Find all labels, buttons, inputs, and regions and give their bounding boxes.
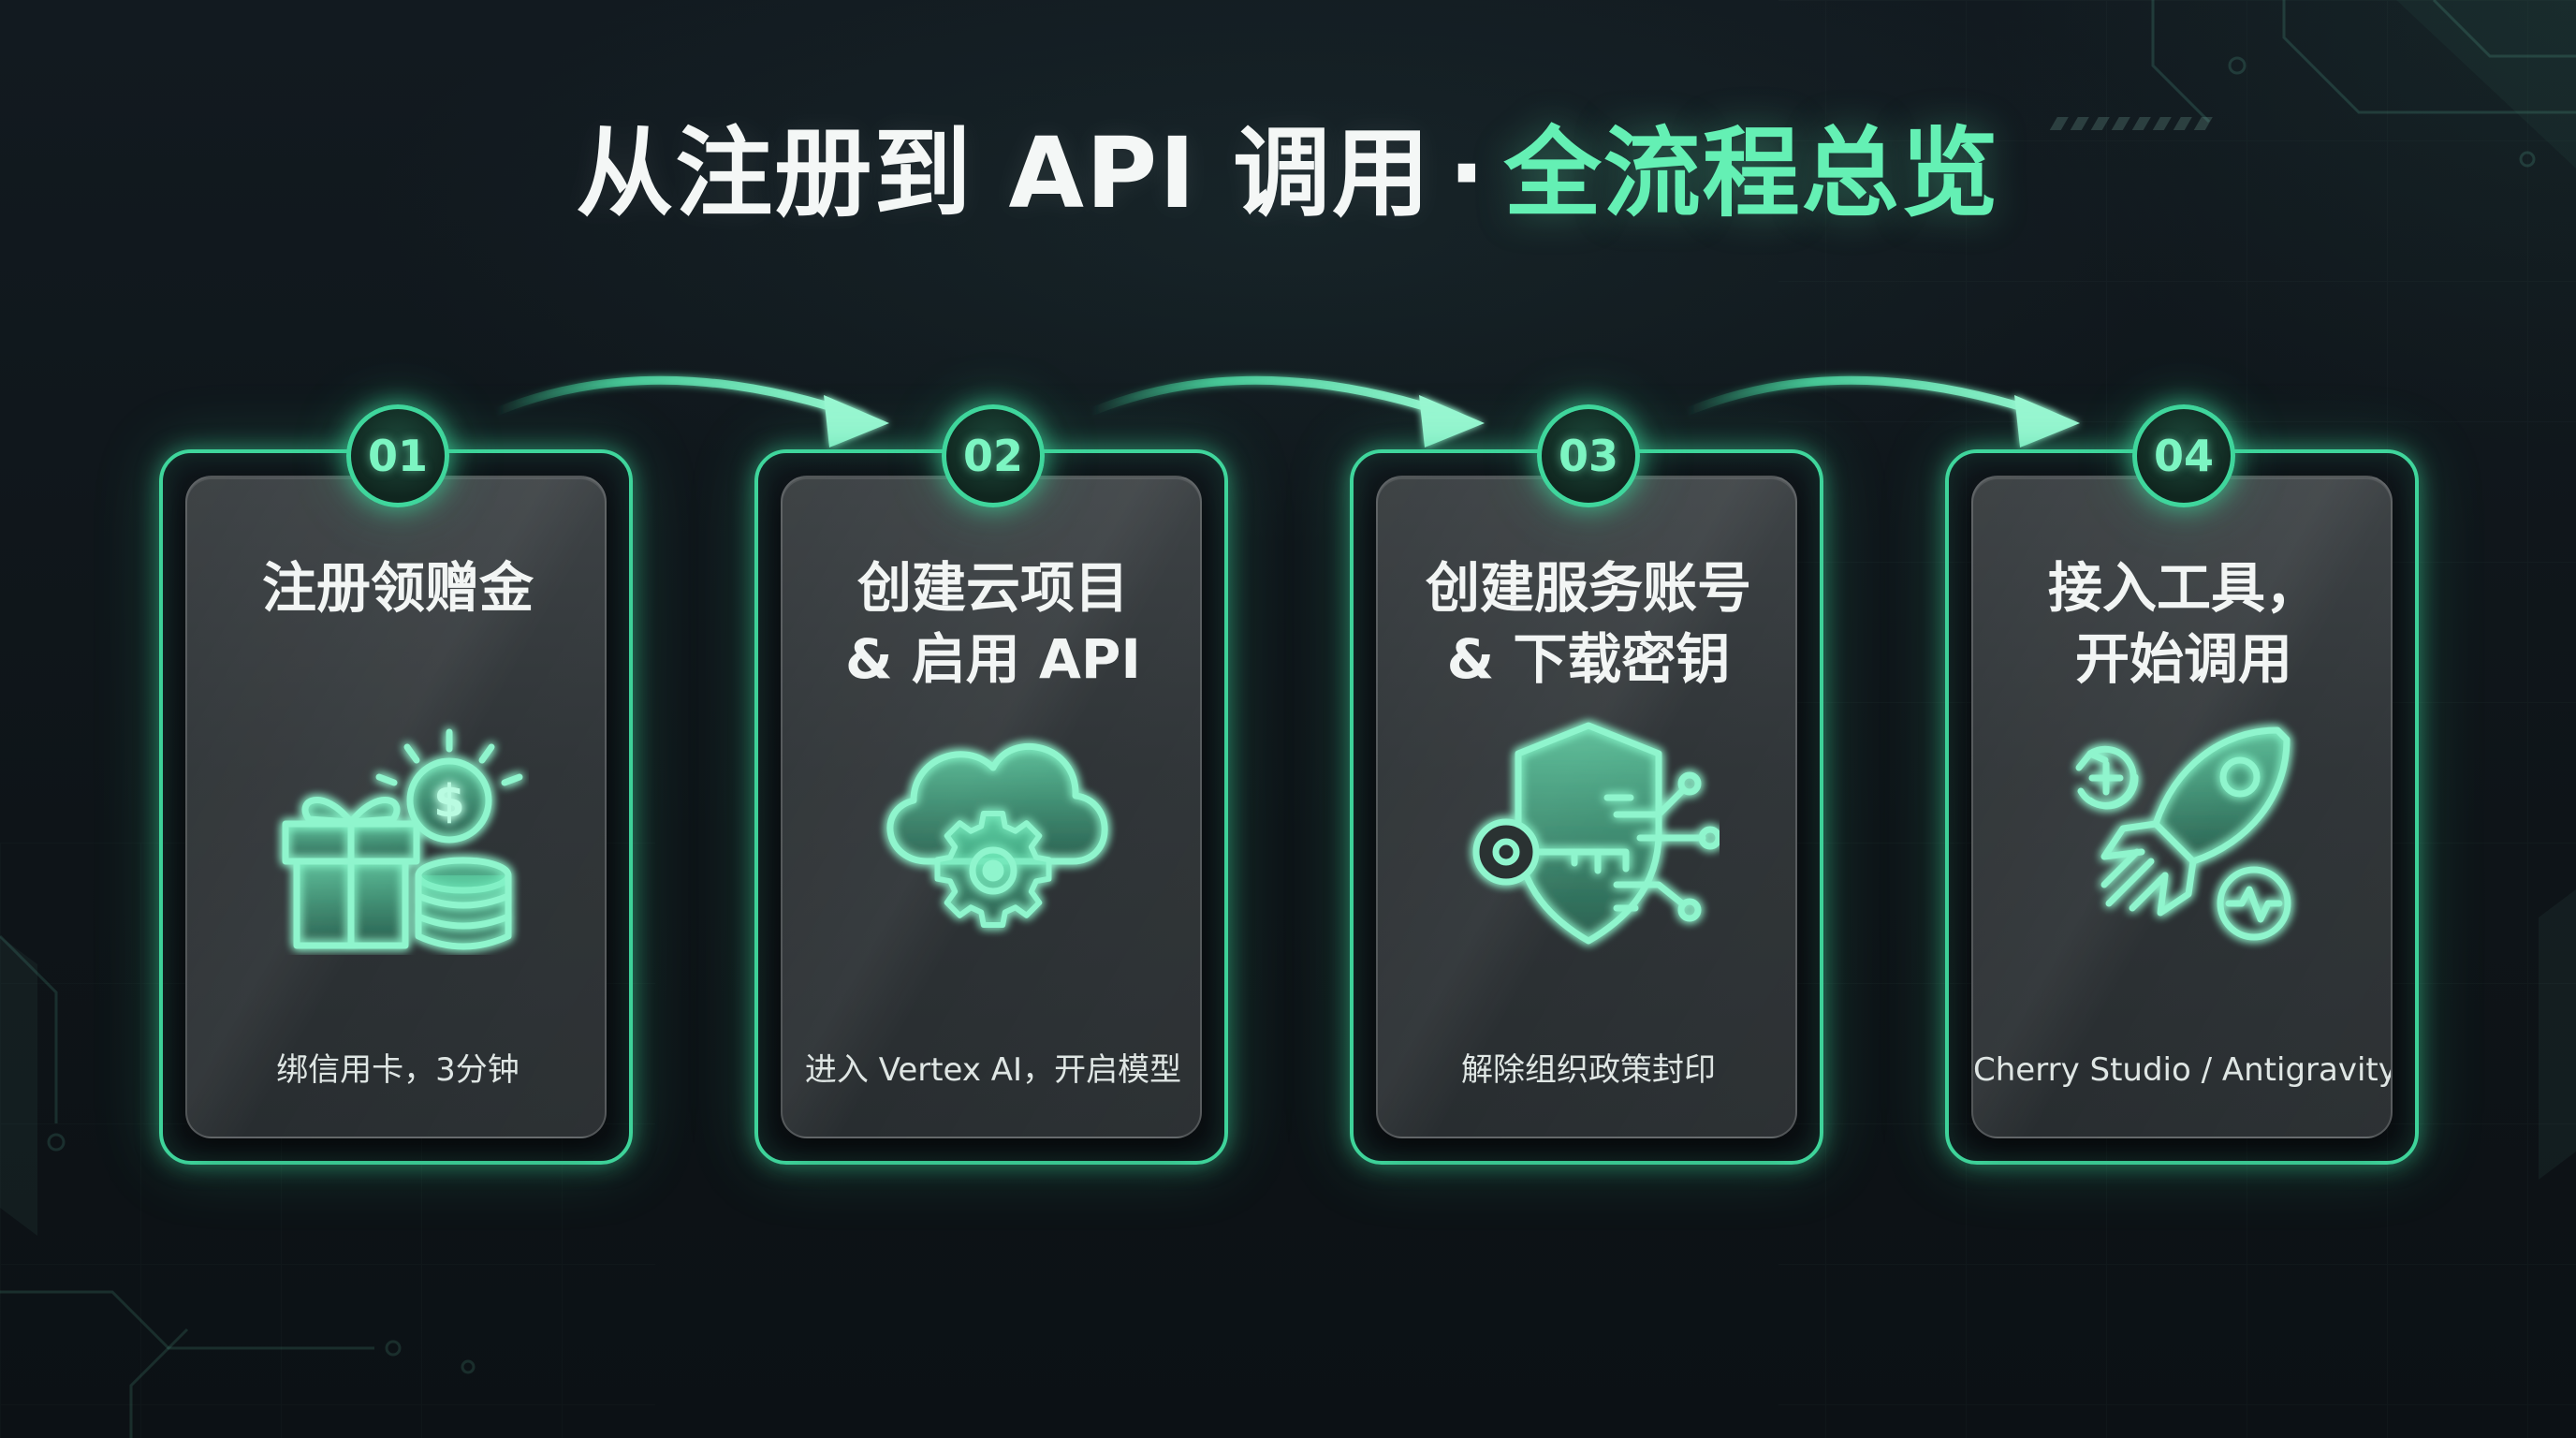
step-number-badge: 01 [346,404,449,507]
step-description: 绑信用卡，3分钟 [276,1051,520,1089]
step-title: 创建云项目 & 启用 API [845,556,1141,691]
flow-arrow-2-3 [1087,375,1485,448]
step-card-3: 03 创建服务账号 & 下载密钥 解除组织 [1350,404,1823,1165]
title-highlight: 全流程总览 [1503,116,2000,230]
page-title: 从注册到 API 调用·全流程总览 [0,112,2576,234]
title-main: 从注册到 API 调用 [576,116,1432,230]
flow-arrow-1-2 [491,375,889,448]
step-description: 解除组织政策封印 [1461,1051,1716,1089]
step-card-4: 04 接入工具， 开始调用 [1945,404,2419,1165]
step-description: 进入 Vertex AI，开启模型 [804,1051,1182,1089]
title-separator: · [1448,116,1487,230]
gift-coins-icon: $ [282,728,523,950]
step-title: 创建服务账号 & 下载密钥 [1425,556,1751,691]
step-description: Cherry Studio / Antigravity [1973,1051,2393,1089]
rocket-icon [2075,726,2291,941]
step-card-inner: 创建服务账号 & 下载密钥 解除组织政策封印 [1376,476,1797,1138]
step-number-badge: 03 [1537,404,1640,507]
step-card-1: 01 注册领赠金 [159,404,633,1165]
step-number-badge: 04 [2132,404,2235,507]
flow-arrow-3-4 [1682,375,2080,448]
step-card-2: 02 创建云项目 & 启用 API 进入 Vertex AI，开启模型 [754,404,1228,1165]
step-number-badge: 02 [942,404,1045,507]
step-title: 注册领赠金 [261,556,534,620]
shield-key-icon [1472,722,1720,945]
step-card-inner: 注册领赠金 [185,476,607,1138]
step-title: 接入工具， 开始调用 [2047,556,2320,691]
cloud-gear-icon [886,743,1108,928]
step-card-inner: 接入工具， 开始调用 [1971,476,2393,1138]
step-card-inner: 创建云项目 & 启用 API 进入 Vertex AI，开启模型 [781,476,1202,1138]
svg-text:$: $ [433,775,464,828]
